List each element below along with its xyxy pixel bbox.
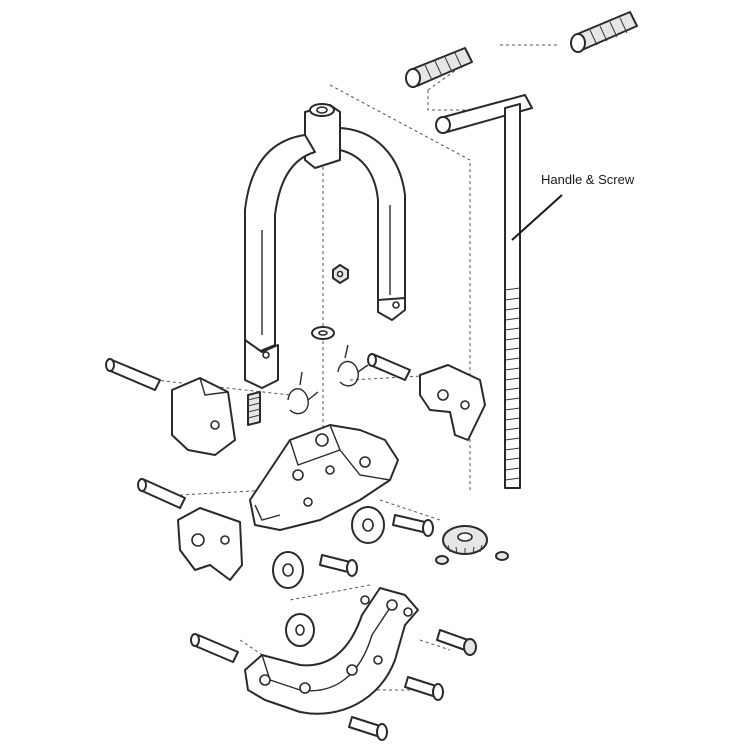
handle-grip-left (405, 47, 473, 88)
cutter-holder-upper-left (171, 377, 236, 456)
bolt-bottom-right (404, 676, 444, 701)
cutter-holder-upper-right (419, 364, 486, 441)
cutter-holder-lower-left (177, 507, 243, 581)
small-nut (332, 264, 349, 284)
yoke-frame (244, 103, 406, 389)
curved-frame-lower (244, 587, 419, 715)
torsion-spring-right (337, 344, 369, 387)
pin-top-right (367, 353, 411, 381)
bolt-bottom (348, 716, 388, 741)
pin-bottom-left (190, 633, 239, 663)
set-screw-right (495, 551, 509, 561)
washer-small (311, 326, 335, 340)
callout-leader-line (511, 194, 563, 241)
bolt-mid-right (392, 514, 434, 537)
bolt-mid-center (319, 554, 358, 577)
t-handle-screw (435, 94, 533, 489)
knurled-nut (442, 525, 488, 555)
pin-top-left (105, 358, 161, 391)
main-body (249, 424, 399, 531)
roller-middle (351, 506, 385, 544)
pin-mid-left (137, 478, 186, 509)
washer-left (272, 551, 304, 589)
set-screw-left (435, 555, 449, 565)
callout-label-handle-screw: Handle & Screw (541, 172, 635, 187)
washer-lower (285, 613, 315, 647)
torsion-spring-left (287, 371, 319, 415)
handle-grip-right (570, 11, 638, 53)
screw-threads (504, 287, 521, 481)
bolt-lower-right (436, 629, 477, 656)
spring-left (247, 391, 261, 426)
